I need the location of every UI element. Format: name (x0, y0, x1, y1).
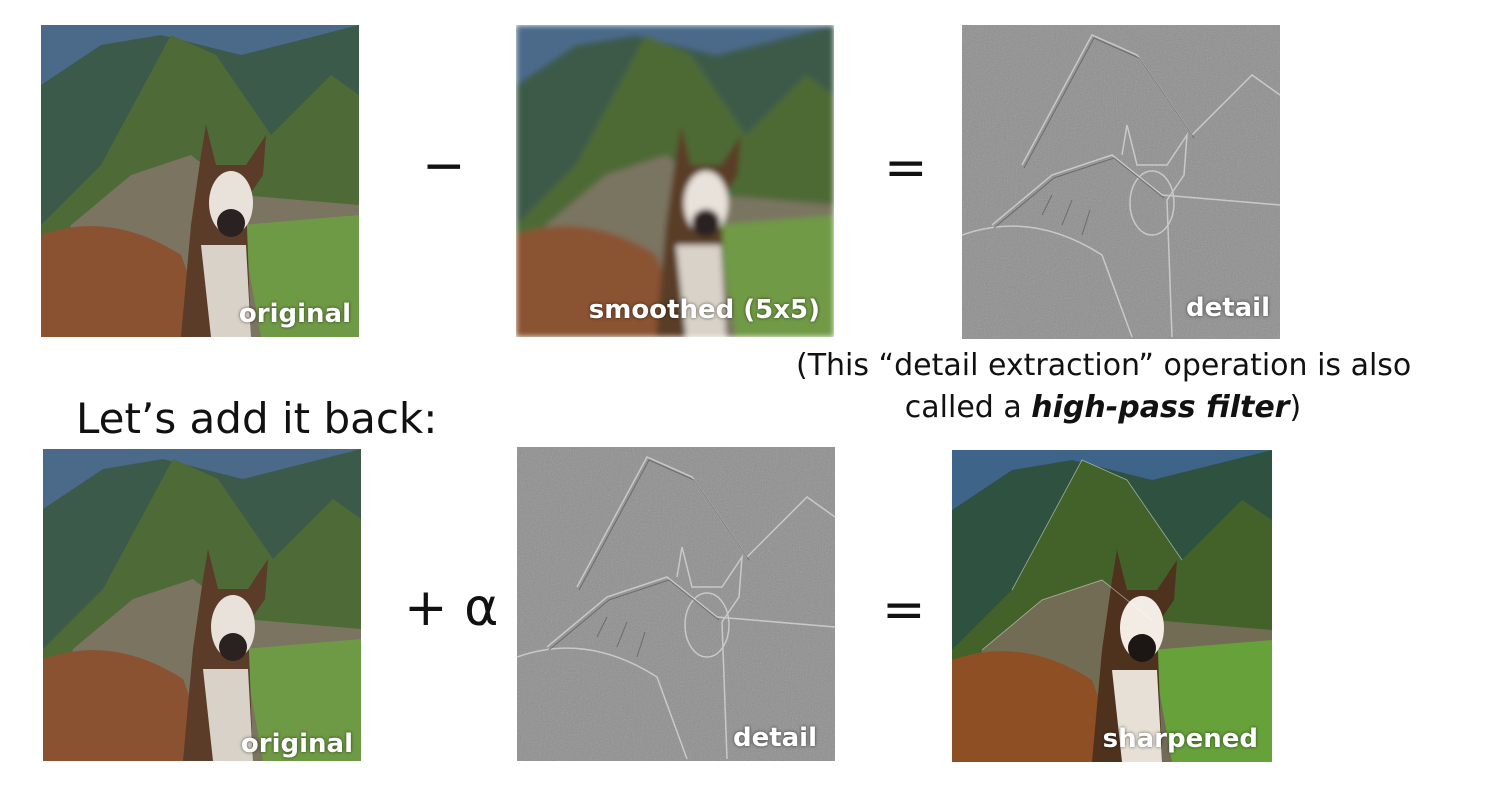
sharpened-photo: sharpened (952, 450, 1272, 762)
section-heading: Let’s add it back: (76, 394, 438, 443)
plus-alpha-operator: + α (404, 578, 499, 638)
llama-scene-sharpened-image (952, 450, 1272, 762)
detail-highpass-image (517, 447, 835, 761)
note-line-1: (This “detail extraction” operation is a… (796, 348, 1412, 383)
llama-scene-image (41, 25, 359, 337)
note-emphasis: high-pass filter (1031, 390, 1290, 425)
detail-photo-bottom: detail (517, 447, 835, 761)
note-line-2: called a high-pass filter) (796, 387, 1410, 429)
detail-photo-top: detail (962, 25, 1280, 339)
original-photo-top: original (41, 25, 359, 337)
smoothed-photo: smoothed (5x5) (516, 25, 834, 337)
detail-highpass-image (962, 25, 1280, 339)
panel-caption: sharpened (1102, 724, 1258, 754)
note-suffix: ) (1289, 390, 1302, 425)
panel-caption: original (238, 299, 351, 329)
llama-scene-image (43, 449, 361, 761)
highpass-note: (This “detail extraction” operation is a… (796, 345, 1412, 429)
note-prefix: called a (904, 390, 1032, 425)
llama-scene-blurred-image (516, 25, 834, 337)
equals-operator: = (882, 580, 926, 640)
equals-operator: = (884, 138, 928, 198)
minus-operator: − (422, 136, 466, 196)
panel-caption: detail (1185, 293, 1270, 323)
panel-caption: detail (732, 723, 817, 753)
original-photo-bottom: original (43, 449, 361, 761)
panel-caption: original (240, 729, 353, 759)
panel-caption: smoothed (5x5) (588, 295, 820, 325)
